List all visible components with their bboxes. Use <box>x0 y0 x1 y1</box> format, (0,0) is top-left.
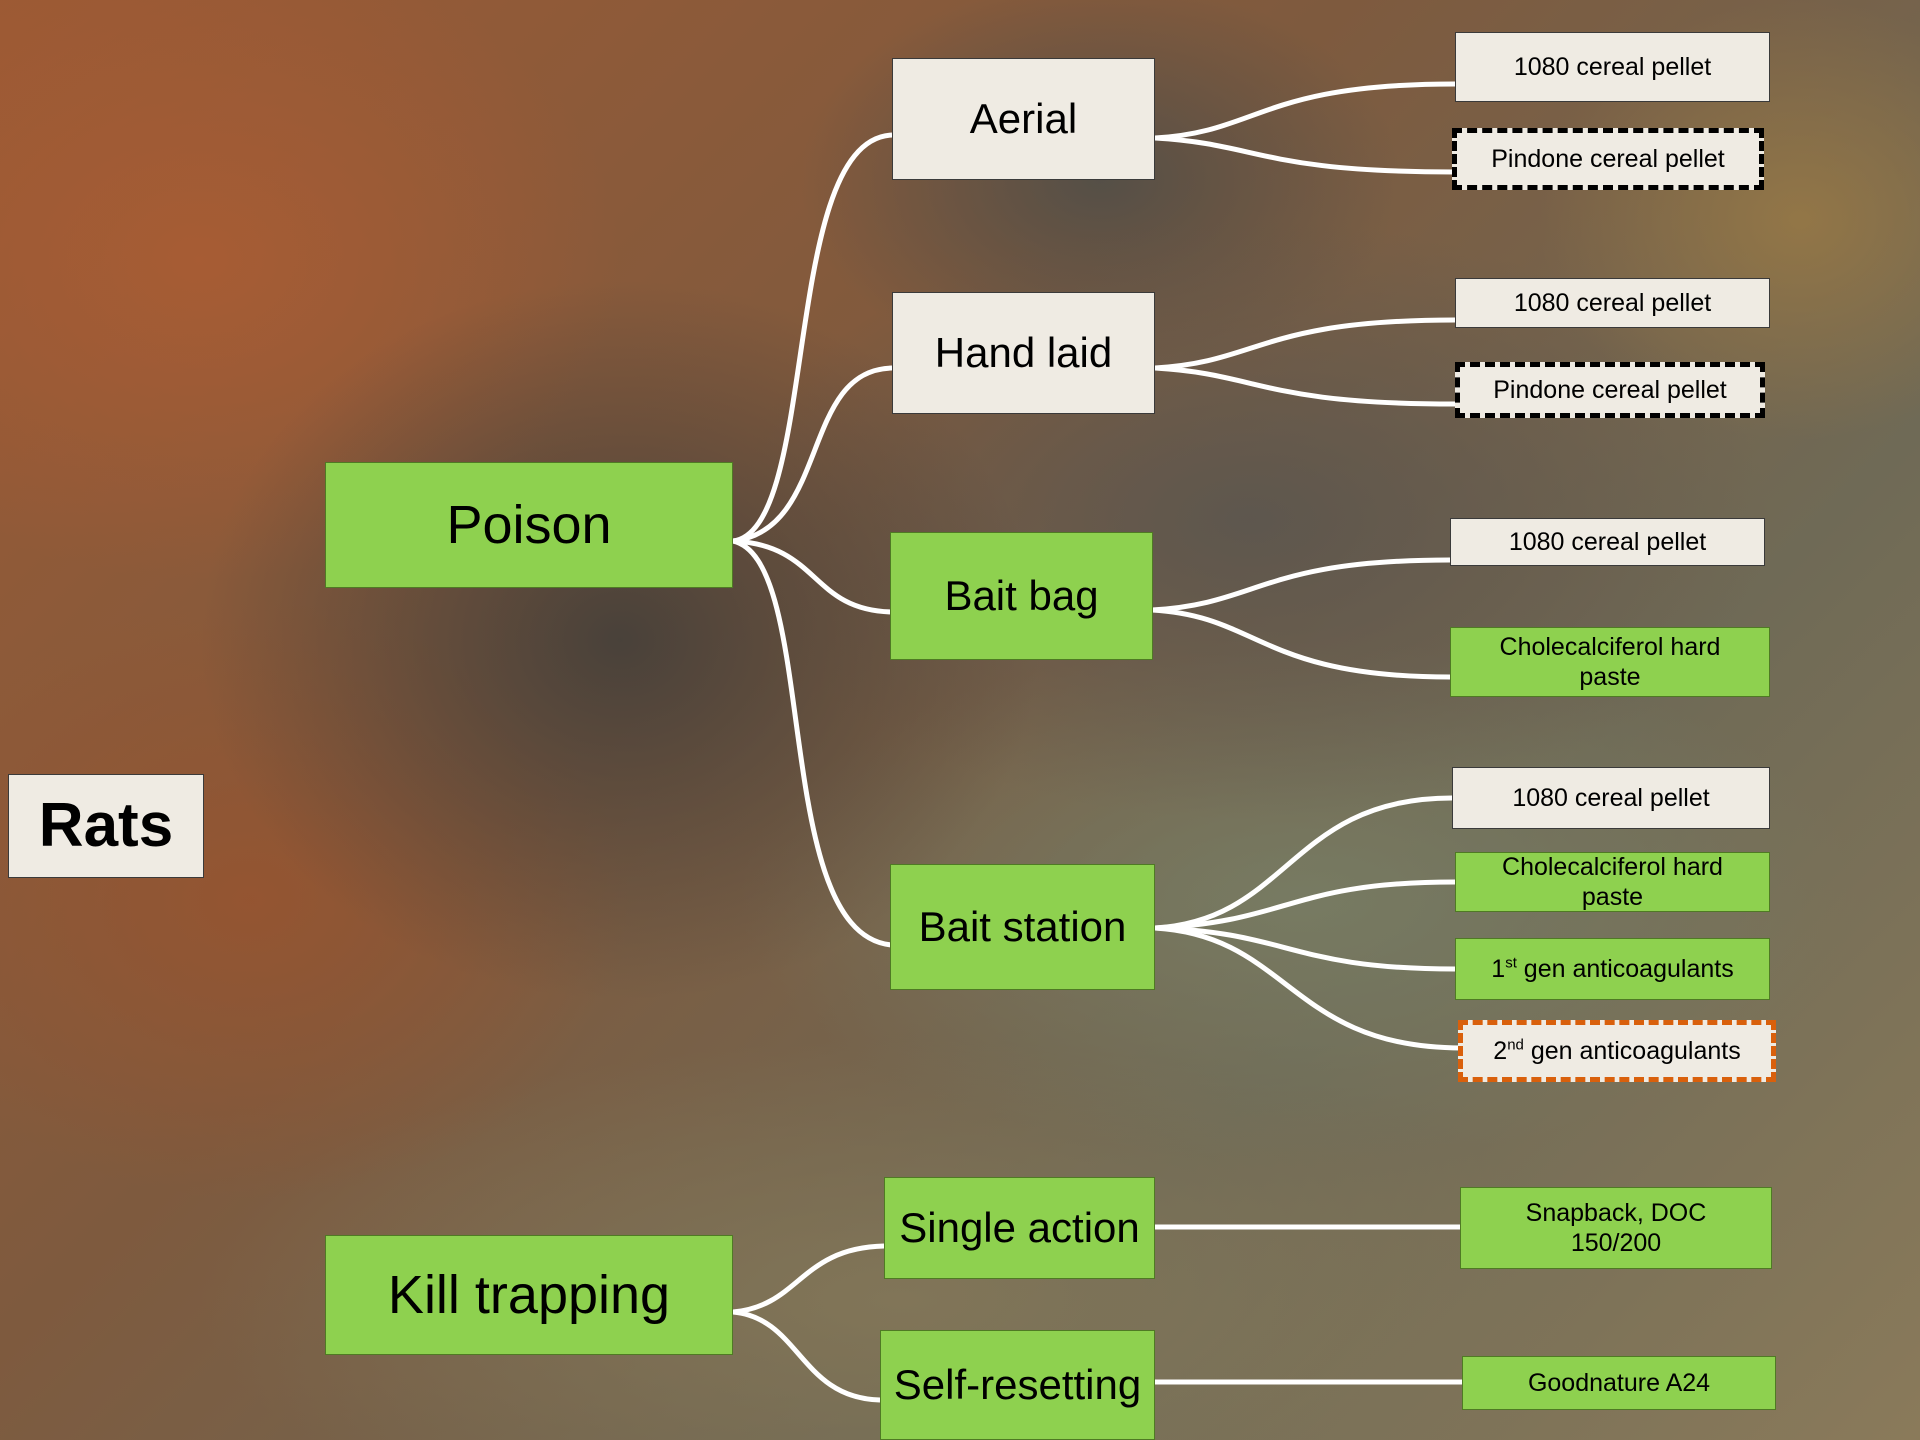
method-node-bait-station: Bait station <box>890 864 1155 990</box>
link-baitbag-p2 <box>1151 607 1451 680</box>
link-trap-self <box>732 1309 881 1403</box>
product-node-baitstation-1080: 1080 cereal pellet <box>1452 767 1770 829</box>
ordinal-number: 2 <box>1493 1037 1508 1065</box>
ordinal-suffix: nd <box>1507 1036 1524 1054</box>
link-aerial-p1 <box>1154 81 1456 141</box>
product-node-baitstation-2nd-gen: 2nd gen anticoagulants <box>1458 1020 1776 1082</box>
method-node-bait-bag: Bait bag <box>890 532 1153 660</box>
product-node-baitstation-1st-gen: 1st gen anticoagulants <box>1455 938 1770 1000</box>
link-baitstation-p1 <box>1154 795 1453 931</box>
product-node-handlaid-pindone: Pindone cereal pellet <box>1455 362 1765 418</box>
product-label-rest: gen anticoagulants <box>1516 955 1734 983</box>
link-trap-single <box>732 1243 885 1315</box>
link-poison-bait-station <box>732 538 893 948</box>
ordinal-number: 1 <box>1491 955 1506 983</box>
product-node-aerial-1080: 1080 cereal pellet <box>1455 32 1770 102</box>
link-baitstation-p3 <box>1154 925 1456 972</box>
method-node-self-resetting: Self-resetting <box>880 1330 1155 1440</box>
product-node-baitbag-cholecalciferol: Cholecalciferol hard paste <box>1450 627 1770 697</box>
root-node-rats: Rats <box>8 774 204 878</box>
link-baitstation-p4 <box>1154 925 1463 1051</box>
method-node-hand-laid: Hand laid <box>892 292 1155 414</box>
product-label-rest: gen anticoagulants <box>1523 1037 1741 1065</box>
link-handlaid-p2 <box>1154 365 1456 407</box>
product-node-goodnature: Goodnature A24 <box>1462 1356 1776 1410</box>
category-node-poison: Poison <box>325 462 733 588</box>
link-poison-aerial <box>732 132 893 544</box>
product-node-aerial-pindone: Pindone cereal pellet <box>1452 128 1764 190</box>
link-handlaid-p1 <box>1154 317 1456 371</box>
product-node-snapback: Snapback, DOC 150/200 <box>1460 1187 1772 1269</box>
link-baitstation-p2 <box>1154 879 1456 931</box>
method-node-aerial: Aerial <box>892 58 1155 180</box>
category-node-kill-trapping: Kill trapping <box>325 1235 733 1355</box>
link-poison-hand-laid <box>732 365 893 544</box>
link-baitbag-p1 <box>1151 557 1451 613</box>
link-poison-bait-bag <box>732 538 893 615</box>
product-node-handlaid-1080: 1080 cereal pellet <box>1455 278 1770 328</box>
product-node-baitbag-1080: 1080 cereal pellet <box>1450 518 1765 566</box>
product-node-baitstation-cholecalciferol: Cholecalciferol hard paste <box>1455 852 1770 912</box>
ordinal-suffix: st <box>1505 954 1517 972</box>
link-aerial-p2 <box>1154 135 1456 175</box>
method-node-single-action: Single action <box>884 1177 1155 1279</box>
